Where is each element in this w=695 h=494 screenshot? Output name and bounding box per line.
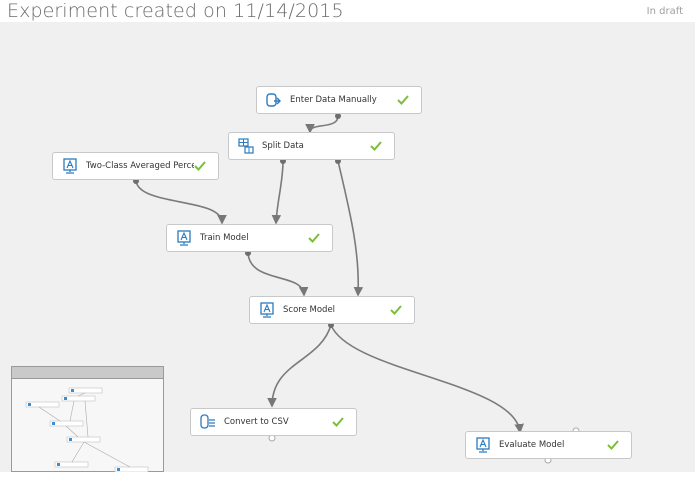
node-label: Enter Data Manually [290,95,377,105]
minimap-header[interactable] [12,367,163,379]
output-port-enter-data[interactable] [335,113,341,119]
edge-enter-to-split [305,115,339,134]
node-evaluate-model[interactable]: Evaluate Model [465,431,632,459]
experiment-canvas[interactable]: Enter Data Manually Split Data Two-Class… [0,22,695,472]
node-label: Convert to CSV [224,417,289,427]
check-icon [332,417,346,427]
node-label: Evaluate Model [499,440,565,450]
node-label: Split Data [262,141,304,151]
model-icon [175,229,193,247]
convert-icon [199,413,217,431]
node-two-class-averaged-perceptron[interactable]: Two-Class Averaged Percept... [52,152,219,180]
check-icon [397,95,411,105]
model-icon [258,301,276,319]
node-enter-data-manually[interactable]: Enter Data Manually [256,86,422,114]
edge-split-to-score [337,160,364,297]
check-icon [607,440,621,450]
table-split-icon [237,137,255,155]
edge-train-to-score [247,252,309,297]
node-split-data[interactable]: Split Data [228,132,395,160]
draft-status-label: In draft [646,6,683,17]
edge-score-to-evaluate [330,324,524,434]
check-icon [194,161,208,171]
node-score-model[interactable]: Score Model [249,296,415,324]
edge-split-to-train [271,160,284,225]
node-label: Score Model [283,305,336,315]
check-icon [370,141,384,151]
edge-score-to-convert [267,324,332,408]
node-label: Two-Class Averaged Percept... [86,161,194,171]
model-icon [61,157,79,175]
node-convert-to-csv[interactable]: Convert to CSV [190,408,357,436]
check-icon [308,233,322,243]
check-icon [390,305,404,315]
minimap-preview [25,387,149,472]
experiment-title: Experiment created on 11/14/2015 [7,0,344,22]
node-label: Train Model [200,233,249,243]
edge-two-class-to-train [135,180,227,225]
data-input-icon [265,91,283,109]
canvas-minimap[interactable] [11,366,164,472]
model-icon [474,436,492,454]
node-train-model[interactable]: Train Model [166,224,333,252]
